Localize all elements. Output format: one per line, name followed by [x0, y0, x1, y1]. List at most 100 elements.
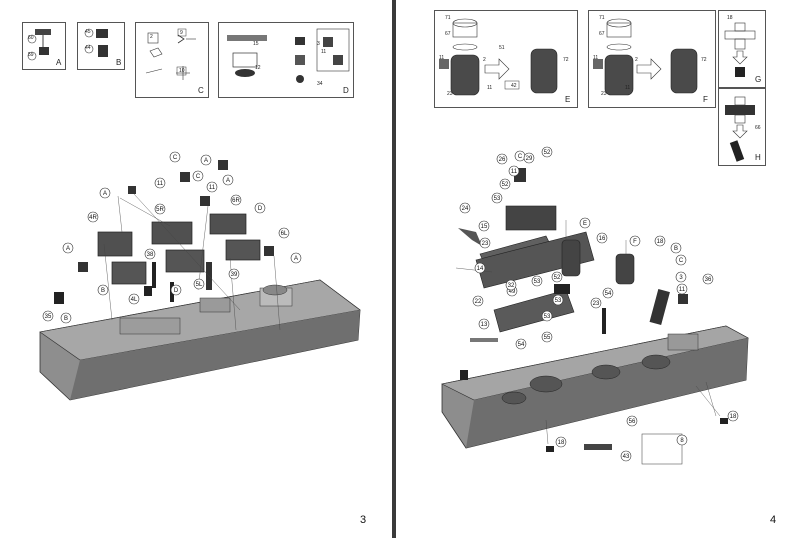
step-f-box: 71 67 11 2 72 23 11 F — [588, 10, 716, 108]
svg-text:53: 53 — [494, 196, 501, 202]
svg-text:52: 52 — [554, 275, 561, 281]
svg-text:F: F — [633, 239, 637, 245]
svg-text:24: 24 — [462, 206, 469, 212]
step-d-part-12: 12 — [255, 65, 261, 71]
svg-text:53: 53 — [555, 298, 562, 304]
svg-text:B: B — [101, 288, 105, 294]
right-callout-9: 15 — [478, 220, 490, 232]
step-f-part-2: 2 — [635, 57, 638, 63]
svg-text:5R: 5R — [156, 207, 164, 213]
left-callout-5: A — [222, 174, 234, 186]
step-e-part-51: 51 — [499, 45, 505, 51]
step-e-part-71: 71 — [445, 15, 451, 21]
left-callout-0: C — [169, 151, 181, 163]
step-g-box: 18 G — [718, 10, 766, 88]
step-f-letter: F — [703, 95, 708, 104]
svg-text:54: 54 — [605, 291, 612, 297]
svg-text:14: 14 — [477, 266, 484, 272]
svg-text:8: 8 — [680, 438, 684, 444]
svg-text:11: 11 — [511, 169, 518, 175]
svg-text:A: A — [66, 246, 70, 252]
step-h-part-66: 66 — [755, 125, 761, 131]
step-e-part-2: 2 — [483, 57, 486, 63]
svg-text:16: 16 — [599, 236, 606, 242]
svg-text:49: 49 — [509, 289, 516, 295]
step-h-letter: H — [755, 153, 761, 162]
left-callout-2: 11 — [154, 177, 166, 189]
step-e-part-23: 23 — [447, 91, 453, 97]
step-d-box: 15 12 3 11 34 D — [218, 22, 354, 98]
right-callout-0: 26 — [496, 153, 508, 165]
right-callout-14: 18 — [654, 235, 666, 247]
step-f-drawing — [593, 18, 698, 96]
right-callout-34: 8 — [676, 434, 688, 446]
svg-text:54: 54 — [518, 342, 525, 348]
step-c-part-10: 10 — [179, 68, 185, 74]
right-callout-21: 32 — [505, 279, 517, 291]
svg-text:23: 23 — [593, 301, 600, 307]
left-callout-4: 11 — [206, 181, 218, 193]
right-callout-29: 22 — [472, 295, 484, 307]
page-fold — [392, 0, 396, 538]
step-h-drawing — [725, 96, 755, 162]
svg-text:18: 18 — [657, 239, 664, 245]
right-callout-23: 53 — [552, 294, 564, 306]
step-f-part-72: 72 — [701, 57, 707, 63]
step-c-part-9: 9 — [180, 30, 183, 36]
svg-text:36: 36 — [705, 277, 712, 283]
step-a-box: 60 59 A — [22, 22, 66, 70]
step-e-part-72: 72 — [563, 57, 569, 63]
svg-text:5L: 5L — [196, 282, 203, 288]
svg-text:13: 13 — [481, 322, 488, 328]
svg-text:11: 11 — [157, 181, 164, 187]
svg-text:B: B — [674, 246, 678, 252]
left-callout-18: 6L — [278, 227, 290, 239]
right-callout-35: 43 — [620, 450, 632, 462]
step-b-box: 45 44 B — [77, 22, 125, 70]
step-d-part-15: 15 — [253, 41, 259, 47]
step-d-drawing — [227, 28, 350, 83]
step-e-part-67: 67 — [445, 31, 451, 37]
left-callout-20: 35 — [42, 310, 54, 322]
right-callout-17: C — [675, 254, 687, 266]
svg-text:55: 55 — [544, 335, 551, 341]
svg-text:3: 3 — [679, 275, 683, 281]
svg-text:C: C — [196, 174, 201, 180]
left-assembly-drawing — [39, 160, 361, 401]
left-callout-6: 5R — [154, 203, 166, 215]
svg-text:6R: 6R — [232, 198, 240, 204]
svg-text:A: A — [226, 178, 230, 184]
svg-text:E: E — [583, 221, 587, 227]
svg-text:22: 22 — [475, 299, 482, 305]
svg-text:38: 38 — [147, 252, 154, 258]
svg-text:A: A — [294, 256, 298, 262]
svg-text:D: D — [174, 288, 179, 294]
right-callout-30: 54 — [515, 338, 527, 350]
left-callout-1: A — [200, 154, 212, 166]
step-d-part-3: 3 — [317, 41, 320, 47]
step-a-part-60: 60 — [28, 35, 34, 41]
left-callout-16: D — [170, 284, 182, 296]
right-callout-2: 29 — [523, 152, 535, 164]
step-a-drawing — [27, 29, 51, 61]
right-assembly-drawing — [441, 168, 749, 465]
svg-text:26: 26 — [499, 157, 506, 163]
svg-text:32: 32 — [508, 283, 515, 289]
step-e-part-11a: 11 — [439, 55, 445, 61]
step-d-part-11: 11 — [321, 49, 327, 55]
right-callout-31: 55 — [541, 331, 553, 343]
step-b-letter: B — [116, 58, 122, 67]
svg-text:53: 53 — [544, 314, 551, 320]
right-callout-18: 11 — [676, 283, 688, 295]
svg-text:A: A — [103, 191, 107, 197]
svg-text:35: 35 — [45, 314, 52, 320]
svg-text:11: 11 — [679, 287, 686, 293]
left-page-number: 3 — [360, 514, 367, 526]
step-f-part-11b: 11 — [625, 85, 631, 91]
svg-text:39: 39 — [231, 272, 238, 278]
step-g-part-18: 18 — [727, 15, 733, 21]
step-d-part-34: 34 — [317, 81, 323, 87]
svg-text:52: 52 — [544, 150, 551, 156]
right-callout-4: 11 — [508, 165, 520, 177]
